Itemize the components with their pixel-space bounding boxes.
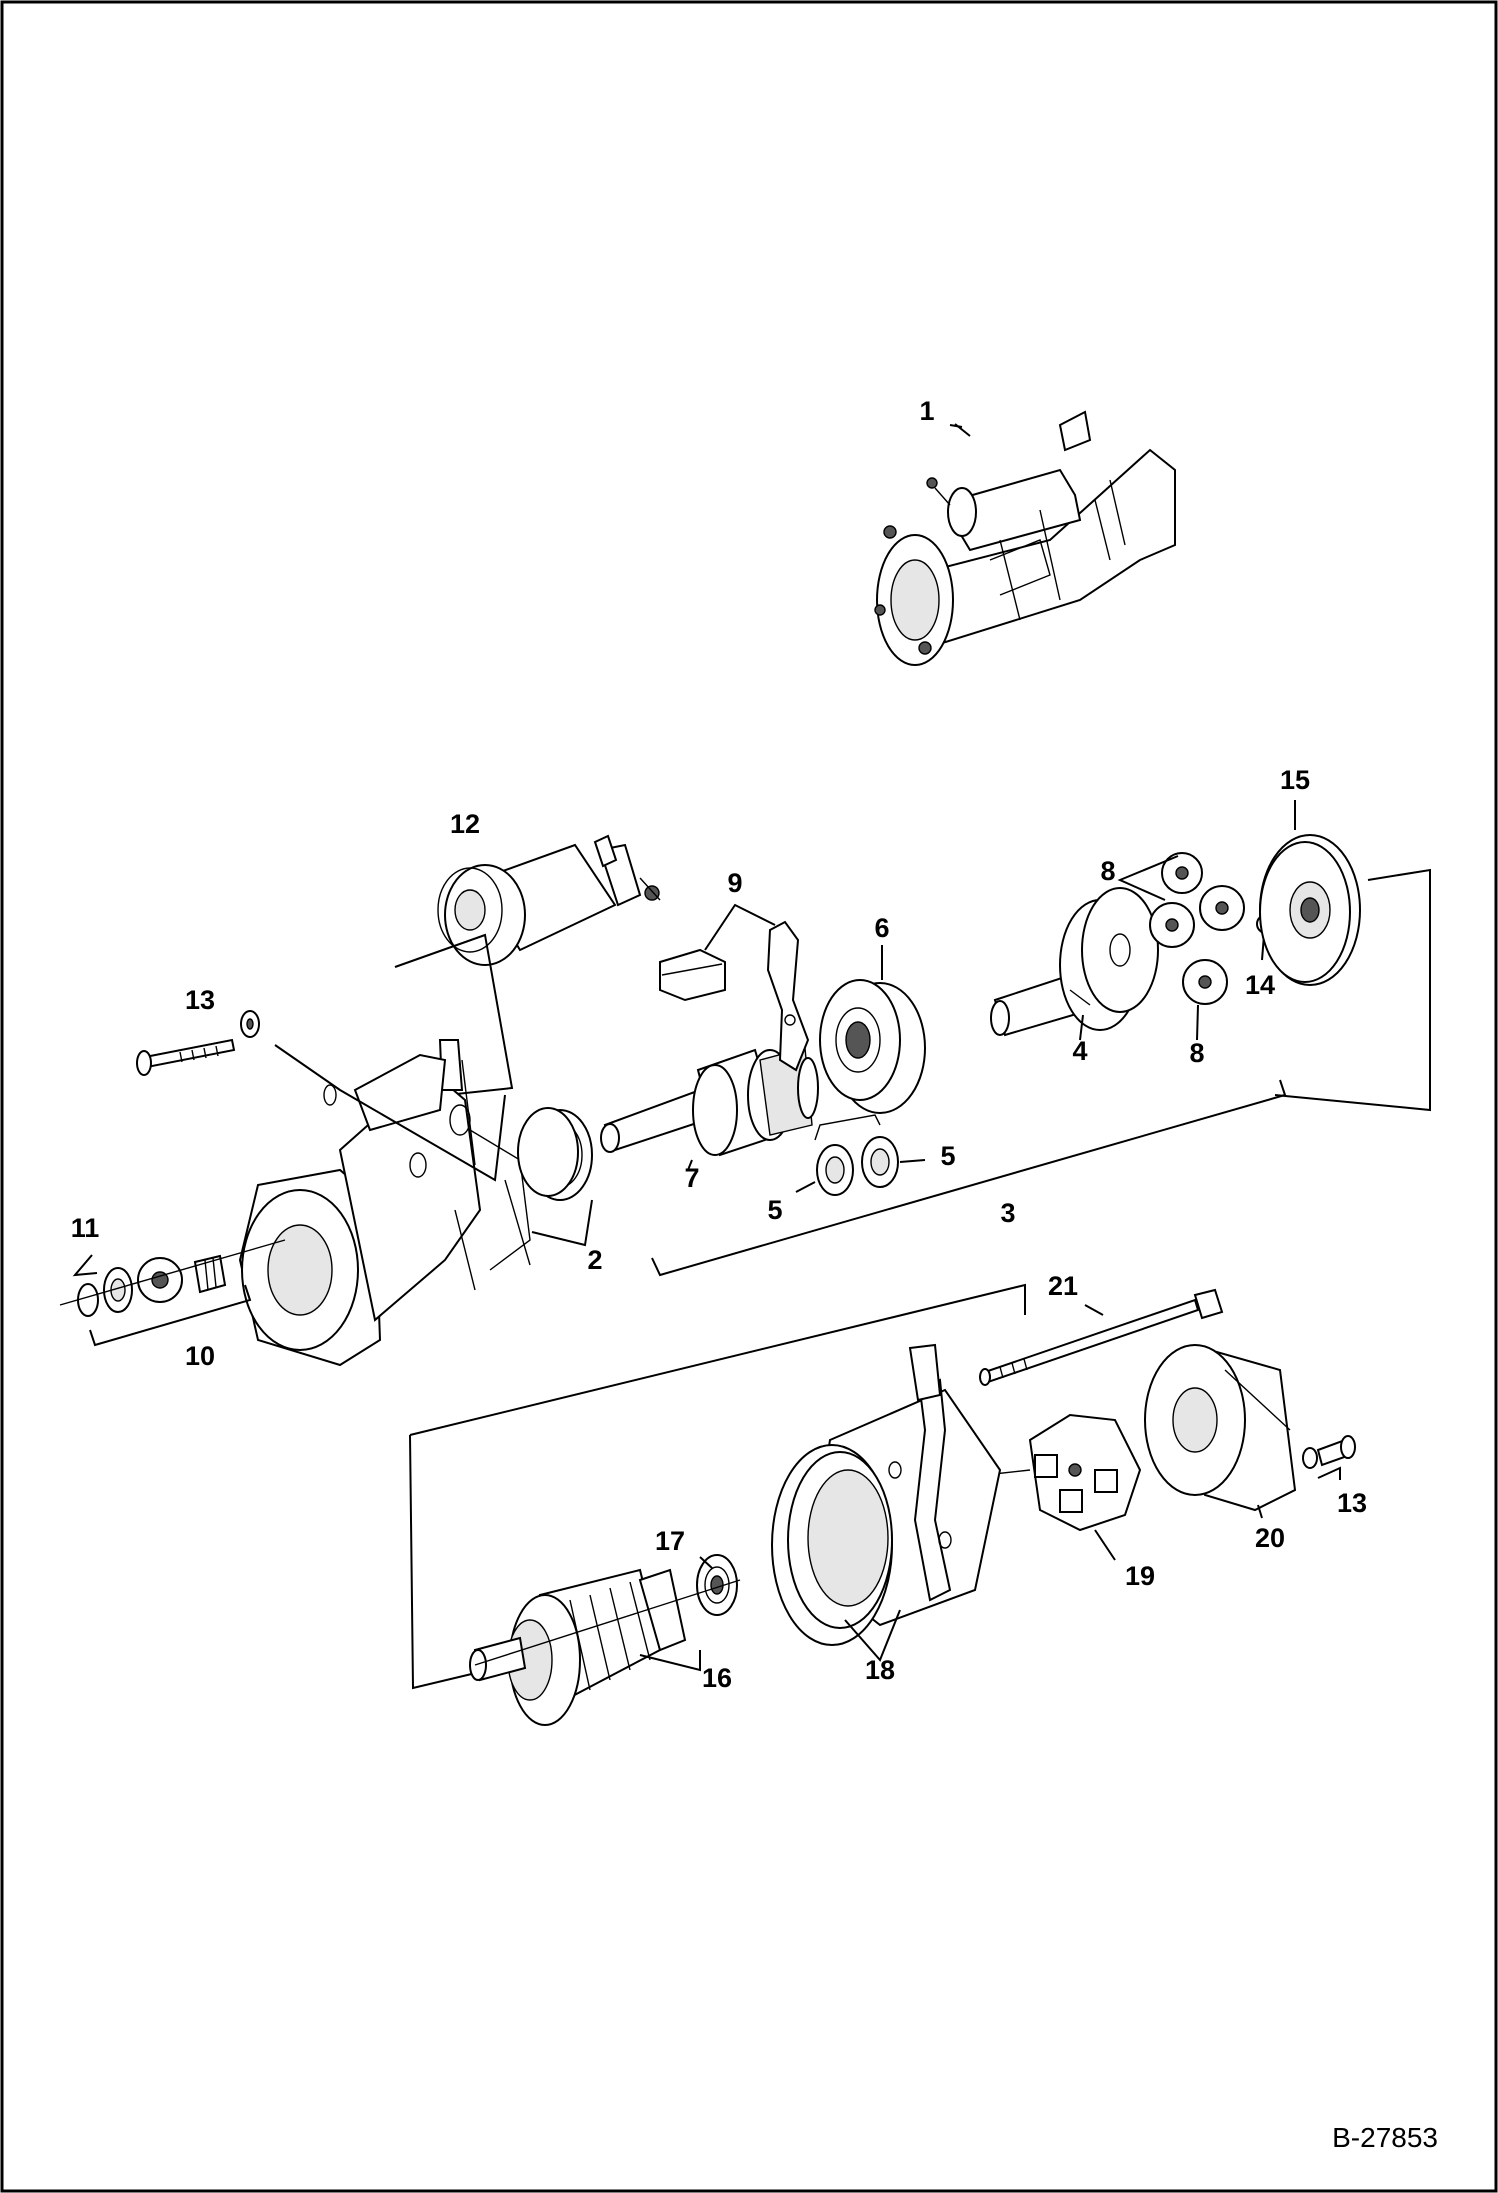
drive-housing-illustration — [238, 1039, 531, 1367]
callout-labels: 1 2 3 4 5 5 6 7 8 8 9 10 11 12 13 13 14 … — [71, 396, 1367, 1693]
leader-18 — [844, 1609, 901, 1662]
leader-8b — [1196, 1004, 1199, 1041]
leader-13-top-line — [274, 1044, 506, 1182]
callout-15: 15 — [1280, 765, 1310, 795]
leader-5-box — [814, 1114, 881, 1141]
leader-17 — [699, 1556, 713, 1569]
screw-washer-illustration-bottom — [1302, 1435, 1356, 1469]
leader-10 — [89, 1284, 252, 1347]
end-cover-illustration — [1144, 1344, 1297, 1512]
starter-assembly-illustration — [874, 410, 1176, 666]
planet-carrier-illustration — [990, 887, 1159, 1037]
leader-13-bottom — [1317, 1466, 1341, 1480]
bolt-washer-illustration-top — [136, 1010, 260, 1076]
armature-illustration — [469, 1568, 741, 1726]
callout-8b: 8 — [1189, 1038, 1204, 1068]
pinion-parts-illustration — [59, 1239, 286, 1317]
callout-18: 18 — [865, 1655, 895, 1685]
leader-21 — [1084, 1304, 1104, 1316]
figure-id-label: B-27853 — [1332, 2122, 1438, 2153]
callout-8a: 8 — [1100, 856, 1115, 886]
planet-gear-a — [1161, 852, 1203, 894]
leader-19 — [1094, 1529, 1116, 1561]
callout-14: 14 — [1245, 970, 1275, 1000]
callout-3: 3 — [1000, 1198, 1015, 1228]
leader-5b — [795, 1181, 816, 1193]
callout-19: 19 — [1125, 1561, 1155, 1591]
callout-10: 10 — [185, 1341, 215, 1371]
leader-5a — [899, 1159, 926, 1163]
callout-16: 16 — [702, 1663, 732, 1693]
brush-holder-illustration — [984, 1413, 1142, 1532]
leader-20 — [1257, 1504, 1263, 1519]
planet-gears-illustration — [1149, 852, 1245, 1005]
gear-cover-illustration — [1259, 834, 1361, 986]
armature-bearing-illustration — [696, 1554, 738, 1616]
through-bolt-illustration — [979, 1288, 1224, 1386]
leader-3-box-right — [1274, 868, 1431, 1112]
bearing-illustration — [517, 1107, 593, 1201]
leader-8a — [1117, 855, 1179, 901]
leader-3-bracket — [651, 1079, 1287, 1277]
callout-13a: 13 — [185, 985, 215, 1015]
clutch-drum-illustration — [819, 979, 926, 1114]
callout-4: 4 — [1072, 1036, 1087, 1066]
leader-4 — [1079, 1014, 1084, 1041]
callout-2: 2 — [587, 1245, 602, 1275]
shift-fork-illustration — [659, 920, 810, 1072]
callout-5a: 5 — [940, 1141, 955, 1171]
callout-7: 7 — [684, 1163, 699, 1193]
leader-11 — [72, 1254, 98, 1277]
leader-16 — [639, 1650, 701, 1672]
callout-20: 20 — [1255, 1523, 1285, 1553]
callout-1: 1 — [919, 396, 934, 426]
callout-11: 11 — [71, 1213, 100, 1243]
leader-9 — [704, 903, 776, 951]
solenoid-illustration — [437, 834, 661, 966]
lower-box-top-edge — [409, 1283, 1026, 1436]
callout-9: 9 — [727, 868, 742, 898]
callout-21: 21 — [1048, 1271, 1078, 1301]
planet-gear-b — [1199, 885, 1245, 931]
callout-6: 6 — [874, 913, 889, 943]
yoke-illustration — [771, 1343, 1002, 1646]
shaft-illustration — [600, 1047, 819, 1157]
leader-7 — [687, 1159, 693, 1171]
leader-2 — [531, 1199, 593, 1247]
callout-12: 12 — [450, 809, 480, 839]
callout-5b: 5 — [767, 1195, 782, 1225]
lower-box-left-edge — [409, 1434, 481, 1690]
callout-13b: 13 — [1337, 1488, 1367, 1518]
planet-gear-c — [1149, 902, 1195, 948]
planet-gear-d — [1182, 959, 1228, 1005]
callout-17: 17 — [655, 1526, 685, 1556]
leader-1b — [954, 423, 971, 437]
washers-illustration — [816, 1136, 899, 1196]
